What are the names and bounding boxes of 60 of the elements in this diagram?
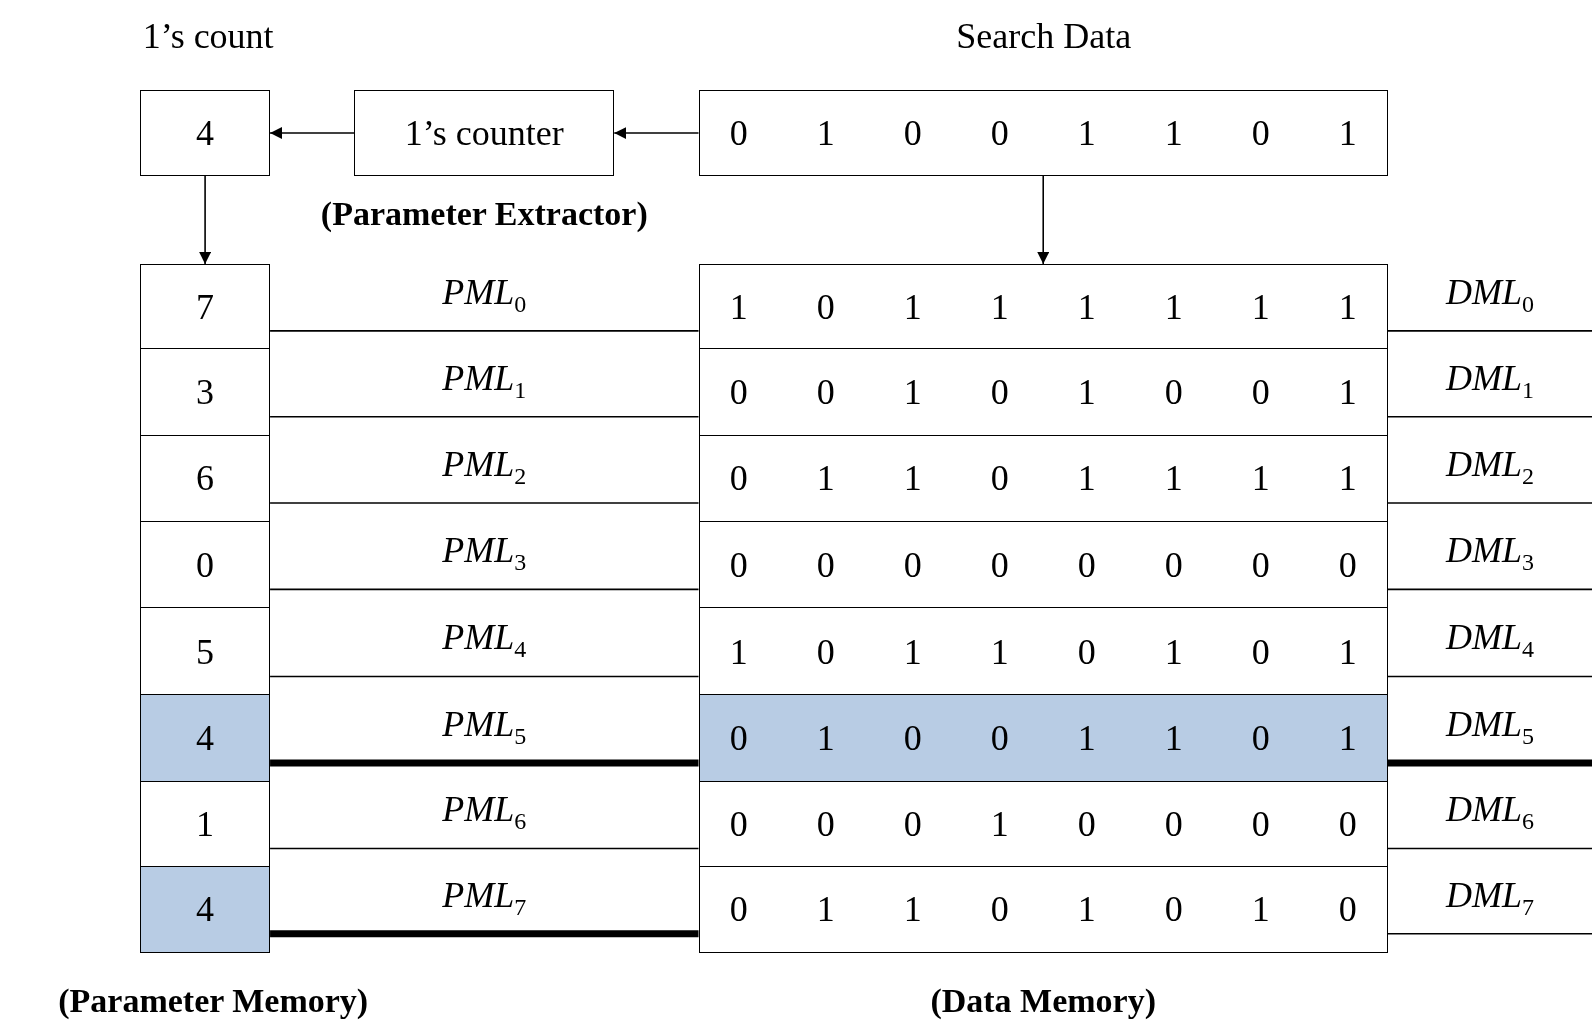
edge-label: PML$_{5}$	[442, 702, 527, 751]
edge-label: DML$_{5}$	[1445, 702, 1534, 751]
parameter-cell: 1	[140, 780, 271, 868]
match-line	[269, 675, 700, 678]
edge-label: PML$_{4}$	[442, 616, 527, 664]
parameter-cell: 0	[140, 520, 271, 609]
parameter-cell: 3	[140, 348, 271, 437]
edge-label: DML$_{6}$	[1445, 788, 1534, 836]
match-line	[1387, 759, 1592, 767]
memory-row: 0 1 1 0 1 0 1 0	[698, 866, 1388, 953]
memory-caption: (Data Memory)	[929, 982, 1157, 1020]
edge-label: DML$_{0}$	[1445, 270, 1534, 319]
match-line	[1387, 847, 1592, 850]
block-caption: (Parameter Extractor)	[320, 195, 648, 234]
memory-row: 0 1 0 0 1 1 0 1	[698, 694, 1388, 783]
memory-row: 1 0 1 1 1 1 1 1	[698, 263, 1388, 350]
match-line	[270, 930, 699, 938]
match-line	[269, 415, 700, 418]
edge-label: PML$_{6}$	[442, 788, 527, 836]
match-line	[1387, 415, 1592, 418]
edge-label: PML$_{1}$	[442, 356, 527, 404]
edge-label: PML$_{0}$	[442, 270, 527, 319]
block-heading: 1’s count	[142, 14, 274, 57]
match-line	[269, 502, 700, 504]
match-line	[1387, 932, 1592, 935]
parameter-cell: 5	[140, 607, 271, 696]
arrow	[1037, 174, 1050, 265]
edge-label: DML$_{7}$	[1445, 873, 1534, 921]
edge-label: DML$_{2}$	[1445, 443, 1534, 491]
memory-row: 0 1 1 0 1 1 1 1	[698, 434, 1388, 523]
match-line	[1387, 588, 1592, 591]
block-heading: Search Data	[956, 14, 1132, 57]
search-data-register: 0 1 0 0 1 1 0 1	[698, 90, 1388, 176]
edge-label: PML$_{2}$	[442, 443, 527, 491]
count-box: 4	[140, 90, 271, 176]
memory-row: 0 0 0 0 0 0 0 0	[698, 520, 1388, 609]
edge-label: DML$_{3}$	[1445, 529, 1534, 577]
arrow	[269, 127, 356, 139]
counter-box: 1’s counter	[354, 90, 615, 176]
edge-label: DML$_{4}$	[1445, 616, 1534, 664]
match-line	[269, 847, 700, 850]
edge-label: PML$_{7}$	[442, 873, 527, 921]
memory-row: 0 0 1 0 1 0 0 1	[698, 348, 1388, 437]
match-line	[269, 330, 700, 332]
memory-row: 0 0 0 1 0 0 0 0	[698, 780, 1388, 868]
arrow	[199, 174, 212, 265]
match-line	[1387, 675, 1592, 678]
parameter-cell: 6	[140, 434, 271, 523]
memory-row: 1 0 1 1 0 1 0 1	[698, 607, 1388, 696]
match-line	[269, 588, 700, 591]
edge-label: PML$_{3}$	[442, 529, 527, 577]
match-line	[1387, 502, 1592, 504]
memory-caption: (Parameter Memory)	[57, 982, 370, 1020]
parameter-cell: 4	[140, 694, 271, 783]
edge-label: DML$_{1}$	[1445, 356, 1534, 404]
match-line	[1387, 330, 1592, 332]
arrow	[613, 127, 700, 139]
parameter-cell: 4	[140, 866, 271, 953]
parameter-cell: 7	[140, 263, 271, 350]
match-line	[270, 759, 699, 767]
